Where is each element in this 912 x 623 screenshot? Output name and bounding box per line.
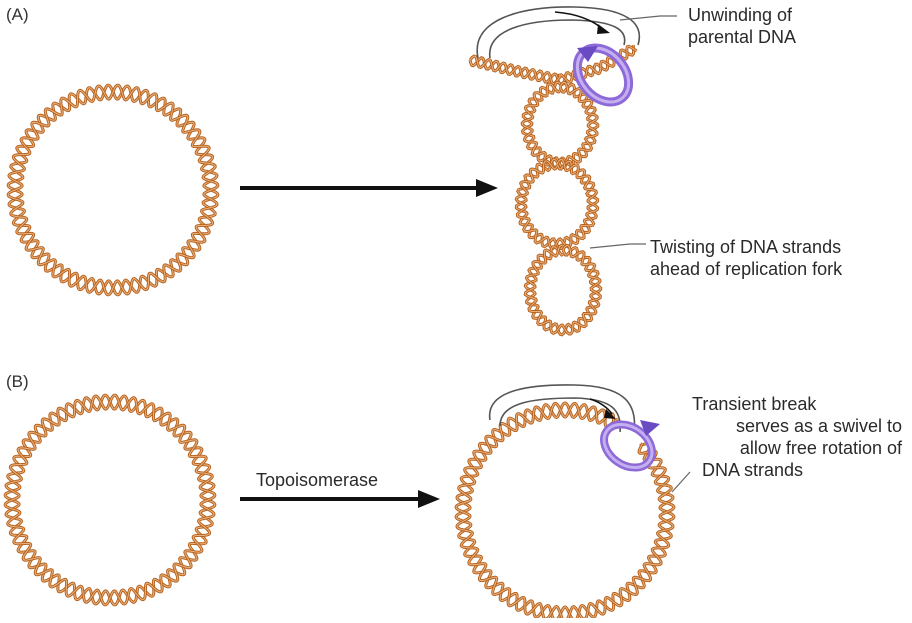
panel-a-rotation-arrow-icon — [572, 43, 634, 107]
break-caption-line-3: allow free rotation of — [739, 438, 902, 458]
panel-b-reaction-arrow — [240, 490, 440, 508]
twisting-caption-line-1: Twisting of DNA strands — [650, 237, 842, 257]
break-caption-line-2: serves as a swivel to — [735, 416, 902, 436]
panel-b-relaxed-dna-circle — [3, 393, 217, 607]
panel-a-supercoiled-dna — [468, 44, 638, 337]
break-caption: Transient break serves as a swivel to al… — [692, 393, 902, 481]
twisting-caption: Twisting of DNA strands ahead of replica… — [650, 236, 842, 280]
unwinding-caption-line-1: Unwinding of — [688, 5, 793, 25]
unwinding-caption-line-2: parental DNA — [688, 27, 797, 47]
leader-lines — [589, 15, 691, 493]
panel-a-label: (A) — [6, 5, 29, 24]
supercoil-loop-3-strand-a-inner — [524, 246, 602, 336]
supercoil-loop-2-strand-b-inner — [515, 158, 599, 250]
unwinding-caption: Unwinding of parental DNA — [688, 4, 796, 48]
break-caption-line-1: Transient break — [692, 394, 817, 414]
supercoil-loop-1-strand-b-inner — [521, 81, 598, 169]
panel-a-reaction-arrow — [240, 179, 498, 197]
supercoil-loop-3-strand-b-inner — [524, 244, 601, 335]
unwound-top-strand-a-inner — [469, 44, 635, 86]
twisting-leader-line — [589, 243, 646, 249]
topoisomerase-label: Topoisomerase — [256, 470, 379, 490]
unwound-top-strand-b-inner — [469, 45, 637, 85]
dna-strand-b-inner — [7, 84, 219, 296]
twisting-caption-line-2: ahead of replication fork — [650, 259, 843, 279]
panel-a-relaxed-dna-circle — [6, 83, 220, 297]
panel-b-nicked-dna-circle — [454, 401, 676, 623]
unwinding-leader-line — [619, 15, 677, 21]
panel-b-curved-arrow-icon — [489, 384, 636, 433]
panel-b-swivel-arrow-icon — [600, 420, 660, 472]
break-leader-line — [671, 471, 691, 493]
dna-strand-b-inner — [4, 394, 216, 606]
panel-b-label: (B) — [6, 372, 29, 391]
break-caption-line-4: DNA strands — [702, 460, 804, 480]
unwinding-curved-arrow-icon — [476, 6, 641, 59]
